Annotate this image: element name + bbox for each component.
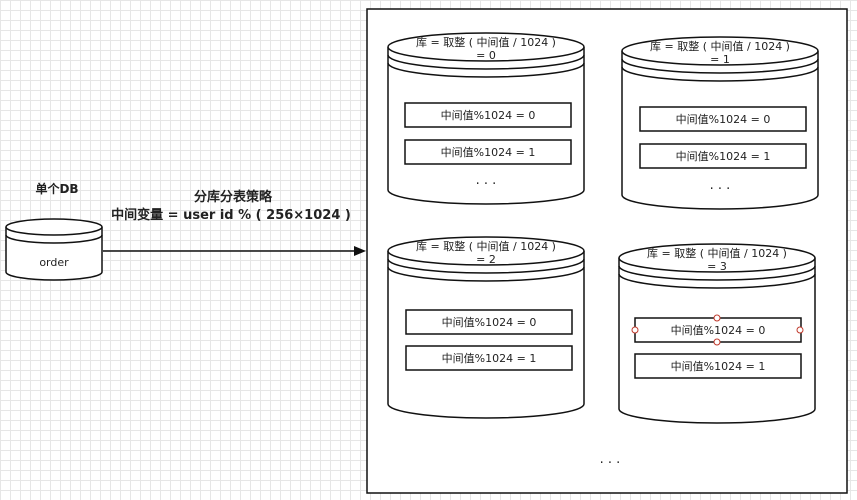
db-cylinder-top [387,236,585,266]
table-box[interactable] [639,106,807,132]
table-box[interactable] [634,353,802,379]
db-cylinder-ring [618,273,816,289]
db-cylinder-3[interactable]: 库 = 取整 ( 中间值 / 1024 )= 3 中间值%1024 = 0 中间值%… [618,243,816,424]
db-cylinder-ring [387,54,585,70]
db-cylinder-1[interactable]: 库 = 取整 ( 中间值 / 1024 )= 1 中间值%1024 = 0 中间值%… [621,36,819,210]
db-cylinder-ring [387,266,585,282]
db-cylinder-top [618,243,816,273]
selection-handles[interactable] [631,314,804,346]
routing-arrow[interactable] [103,246,366,256]
arrow-head [354,246,366,256]
db-more-indicator: · · · [710,182,731,197]
db-rule-line1: 库 = 取整 ( 中间值 / 1024 ) [416,35,556,49]
db-cylinder-0[interactable]: 库 = 取整 ( 中间值 / 1024 )= 0 中间值%1024 = 0 中间值%… [387,32,585,205]
single-db-cylinder[interactable]: 单个DB order [5,181,103,281]
db-cylinder-top [387,32,585,62]
selection-handle-right[interactable] [796,326,804,334]
selection-handle-bottom[interactable] [713,338,721,346]
single-db-table-label: order [39,256,69,269]
table-box[interactable] [405,309,573,335]
db-rule-line2: = 3 [707,260,727,273]
table-box[interactable] [404,102,572,128]
table-label: 中间值%1024 = 0 [442,316,537,329]
db-cylinder-ring [621,58,819,74]
table-label: 中间值%1024 = 0 [676,113,771,126]
db-rule-line2: = 0 [476,49,496,62]
db-rule-line1: 库 = 取整 ( 中间值 / 1024 ) [647,246,787,260]
strategy-title: 分库分表策略 [194,189,273,205]
single-db-label: 单个DB [35,181,78,196]
table-box[interactable] [639,143,807,169]
db-cylinder-ring [387,62,585,78]
single-db-top [5,218,103,236]
strategy-formula: 中间变量 = user id % ( 256×1024 ) [111,207,351,223]
table-label: 中间值%1024 = 1 [676,150,771,163]
table-label: 中间值%1024 = 0 [441,109,536,122]
table-label: 中间值%1024 = 0 [671,324,766,337]
selection-handle-left[interactable] [631,326,639,334]
single-db-ring [5,234,103,244]
single-db-body [5,227,103,281]
db-cylinder-ring [621,66,819,82]
selection-handle-top[interactable] [713,314,721,322]
container-more-indicator: · · · [600,456,621,471]
table-box[interactable] [404,139,572,165]
db-more-indicator: · · · [476,177,497,192]
table-label: 中间值%1024 = 1 [441,146,536,159]
db-cylinder-2[interactable]: 库 = 取整 ( 中间值 / 1024 )= 2 中间值%1024 = 0 中间值%… [387,236,585,419]
table-label: 中间值%1024 = 1 [671,360,766,373]
db-rule-line2: = 1 [710,53,730,66]
db-cylinder-top [621,36,819,66]
db-rule-line1: 库 = 取整 ( 中间值 / 1024 ) [416,239,556,253]
db-rule-line2: = 2 [476,253,496,266]
db-rule-line1: 库 = 取整 ( 中间值 / 1024 ) [650,39,790,53]
db-cylinder-ring [618,265,816,281]
table-box[interactable] [405,345,573,371]
db-cylinder-ring [387,258,585,274]
table-label: 中间值%1024 = 1 [442,352,537,365]
